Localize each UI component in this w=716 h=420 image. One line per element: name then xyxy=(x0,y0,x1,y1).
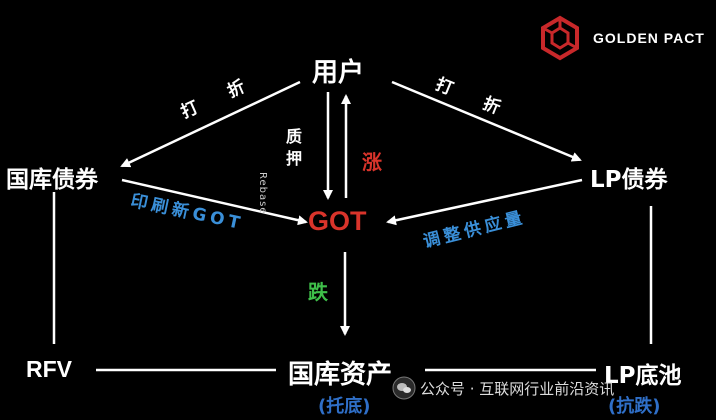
hexagon-logo-icon xyxy=(541,15,579,61)
node-treasury-bond: 国库债券 xyxy=(6,167,98,193)
label-stake: 质押 xyxy=(286,127,303,168)
arrow-user-to-lp-bond xyxy=(391,80,582,162)
watermark-text: 公众号 · 互联网行业前沿资讯 xyxy=(420,380,615,398)
arrow-lp-bond-to-got xyxy=(386,178,583,226)
node-lp-pool-sub: (抗跌) xyxy=(608,396,661,417)
node-treasury-assets: 国库资产 xyxy=(288,360,393,390)
node-lp-bond: LP债券 xyxy=(590,167,668,193)
wechat-icon xyxy=(392,376,416,400)
label-rebase: Rebase xyxy=(257,172,268,215)
brand-name: GOLDEN PACT xyxy=(593,30,705,46)
arrow-treasury-bond-to-got xyxy=(121,178,308,226)
node-got: GOT xyxy=(308,206,367,236)
label-rise: 涨 xyxy=(362,150,382,174)
node-lp-pool: LP底池 xyxy=(604,363,682,389)
node-rfv: RFV xyxy=(26,356,72,382)
arrow-user-to-treasury-bond xyxy=(120,80,301,168)
node-user: 用户 xyxy=(312,58,365,88)
label-fall: 跌 xyxy=(308,280,328,304)
node-treasury-assets-sub: (托底) xyxy=(318,396,371,417)
